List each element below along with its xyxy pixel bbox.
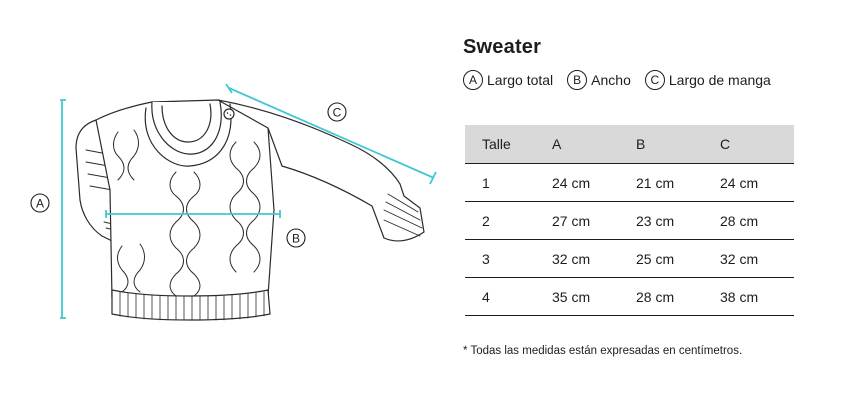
marker-b: B bbox=[286, 228, 306, 248]
svg-text:B: B bbox=[292, 232, 300, 246]
cell-talle: 2 bbox=[465, 201, 552, 240]
product-title: Sweater bbox=[463, 36, 542, 58]
measure-line-c bbox=[225, 83, 437, 185]
cell-a: 32 cm bbox=[552, 239, 636, 278]
table-row: 2 27 cm 23 cm 28 cm bbox=[465, 201, 794, 240]
marker-c: C bbox=[327, 102, 347, 122]
button-icon bbox=[223, 108, 235, 120]
footnote: * Todas las medidas están expresadas en … bbox=[463, 345, 743, 357]
table-row: 4 35 cm 28 cm 38 cm bbox=[465, 277, 794, 316]
right-sleeve-outline bbox=[217, 99, 425, 242]
svg-text:A: A bbox=[36, 197, 44, 211]
table-row: 1 24 cm 21 cm 24 cm bbox=[465, 163, 794, 202]
cell-b: 28 cm bbox=[636, 277, 720, 316]
legend-label-c: Largo de manga bbox=[668, 72, 771, 88]
header-a: A bbox=[552, 125, 636, 164]
legend-item-b: B Ancho bbox=[567, 70, 631, 90]
measure-line-a bbox=[60, 99, 66, 319]
cell-b: 23 cm bbox=[636, 201, 720, 240]
table-row: 3 32 cm 25 cm 32 cm bbox=[465, 239, 794, 278]
cell-a: 24 cm bbox=[552, 163, 636, 202]
header-b: B bbox=[636, 125, 720, 164]
measurement-legend: A Largo total B Ancho C Largo de manga bbox=[463, 70, 771, 90]
cell-talle: 3 bbox=[465, 239, 552, 278]
size-table: Talle A B C 1 24 cm 21 cm 24 cm 2 27 cm … bbox=[465, 125, 794, 316]
legend-badge-a: A bbox=[463, 70, 483, 90]
cell-b: 25 cm bbox=[636, 239, 720, 278]
cell-c: 32 cm bbox=[720, 239, 794, 278]
header-c: C bbox=[720, 125, 794, 164]
cell-talle: 1 bbox=[465, 163, 552, 202]
legend-item-a: A Largo total bbox=[463, 70, 553, 90]
marker-a: A bbox=[30, 193, 50, 213]
cell-talle: 4 bbox=[465, 277, 552, 316]
legend-badge-b: B bbox=[567, 70, 588, 90]
collar bbox=[151, 101, 222, 155]
hem-ribbing bbox=[111, 289, 271, 321]
cable-pattern bbox=[113, 129, 261, 297]
cell-a: 35 cm bbox=[552, 277, 636, 316]
legend-label-a: Largo total bbox=[487, 72, 554, 88]
measure-lines bbox=[60, 83, 437, 319]
cell-c: 38 cm bbox=[720, 277, 794, 316]
header-talle: Talle bbox=[465, 125, 552, 164]
legend-label-b: Ancho bbox=[591, 72, 631, 88]
legend-badge-c: C bbox=[644, 70, 665, 90]
legend-item-c: C Largo de manga bbox=[644, 70, 771, 90]
measure-line-b bbox=[105, 210, 281, 218]
sweater-illustration: A B C bbox=[30, 83, 437, 321]
cell-c: 24 cm bbox=[720, 163, 794, 202]
size-table-header: Talle A B C bbox=[465, 125, 794, 164]
cell-c: 28 cm bbox=[720, 201, 794, 240]
cell-a: 27 cm bbox=[552, 201, 636, 240]
cell-b: 21 cm bbox=[636, 163, 720, 202]
svg-text:C: C bbox=[333, 106, 342, 120]
